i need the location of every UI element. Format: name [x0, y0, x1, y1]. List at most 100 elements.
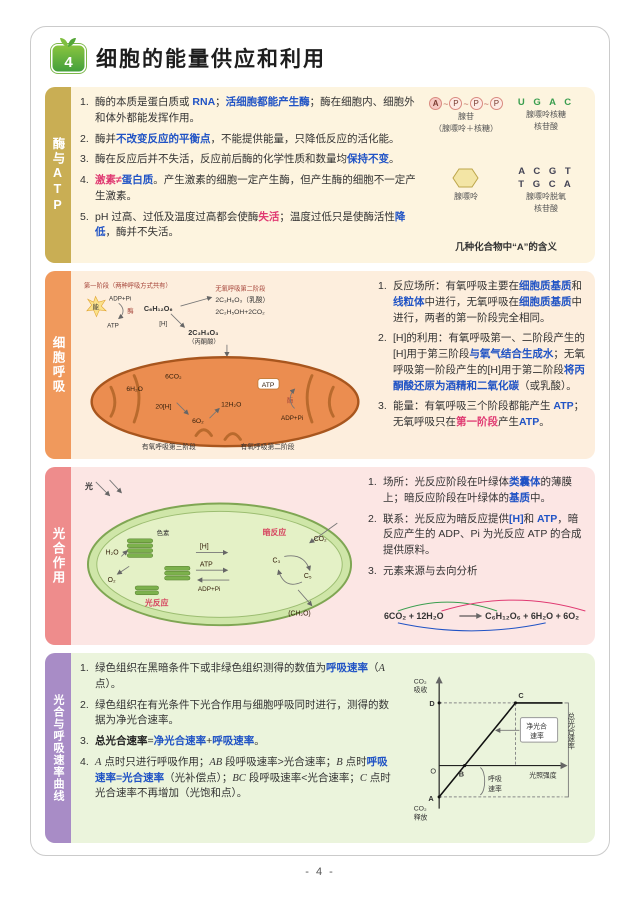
list-item: 1.绿色组织在黑暗条件下或非绿色组织测得的数值为呼吸速率（A 点）。 — [80, 661, 394, 693]
section-cell-respiration-label: 细胞呼吸 — [50, 336, 65, 394]
rna-bases: U G A C — [517, 97, 575, 108]
item-number: 4. — [80, 755, 89, 768]
c3-label: C₃ — [273, 557, 281, 564]
section-rate-curves-tab: 光合与呼吸速率曲线 — [45, 653, 71, 843]
h-label: [H] — [159, 320, 167, 327]
h2o-label: H₂O — [106, 550, 119, 557]
c5-label: C₅ — [304, 573, 312, 580]
phosphate-node: P — [449, 97, 463, 110]
list-item: 1.反应场所：有氧呼吸主要在细胞质基质和线粒体中进行，无氧呼吸在细胞质基质中进行… — [378, 279, 586, 326]
item-number: 5. — [80, 210, 89, 223]
photosynthesis-notes-list: 1.场所：光反应阶段在叶绿体类囊体的薄膜上；暗反应阶段在叶绿体的基质中。 2.联… — [368, 475, 586, 637]
diagram-caption: 几种化合物中“A”的含义 — [455, 242, 557, 253]
energy-label: 能 — [93, 302, 100, 311]
item-number: 3. — [368, 564, 377, 577]
list-item: 2. [H]的利用：有氧呼吸第一、二阶段产生的[H]用于第三阶段与氧气结合生成水；… — [378, 331, 586, 394]
point-d-label: D — [429, 699, 434, 708]
item-text: 酶并不改变反应的平衡点，不能提供能量，只降低反应的活化能。 — [95, 132, 400, 145]
list-item: 4. A 点时只进行呼吸作用；AB 段呼吸速率>光合速率；B 点时呼吸速率=光合速… — [80, 755, 394, 802]
item-text: pH 过高、过低及温度过高都会使酶失活；温度过低只是使酶活性降低，酶并不失活。 — [95, 210, 406, 239]
atp-structure: A ~P ~P ~P 腺苷 （腺嘌呤＋核糖） — [428, 97, 504, 156]
o2-label: 6O₂ — [192, 418, 204, 425]
section-enzyme-atp: 酶与ATP 1. 酶的本质是蛋白质或 RNA；活细胞都能产生酶；酶在细胞内、细胞外… — [45, 87, 595, 263]
item-text: 酶的本质是蛋白质或 RNA；活细胞都能产生酶；酶在细胞内、细胞外和体外都能发挥作… — [95, 96, 415, 124]
enzyme-notes-list: 1. 酶的本质是蛋白质或 RNA；活细胞都能产生酶；酶在细胞内、细胞外和体外都能发… — [80, 95, 416, 255]
mitochondrion-shape — [90, 356, 360, 448]
item-number: 2. — [80, 132, 89, 145]
item-text: 酶在反应后并不失活，反应前后酶的化学性质和数量均保持不变。 — [95, 153, 400, 166]
item-text: 元素来源与去向分析 — [383, 564, 478, 577]
o2-out-label: O₂ — [108, 577, 116, 584]
point-a-label: A — [428, 794, 434, 803]
aerobic-stage2-label: 有氧呼吸第二阶段 — [240, 442, 294, 451]
aerobic-stage3-label: 有氧呼吸第三阶段 — [142, 442, 196, 451]
item-number: 3. — [80, 153, 89, 166]
rate-graph: CO₂ 吸收 CO₂ 释放 光照强度 D C B A — [400, 661, 586, 835]
list-item: 5. pH 过高、过低及温度过高都会使酶失活；温度过低只是使酶活性降低，酶并不失活… — [80, 210, 416, 242]
water-out-label: 12H₂O — [221, 402, 241, 409]
purine-hexagon-icon — [452, 168, 479, 187]
co2-label: 6CO₂ — [165, 374, 182, 381]
item-number: 3. — [80, 735, 89, 747]
item-number: 1. — [378, 280, 387, 292]
item-text: 激素≠蛋白质。产生激素的细胞一定产生酶，但产生酶的细胞不一定产生激素。 — [95, 174, 416, 202]
dna-nt-label2: 核苷酸 — [534, 203, 558, 213]
equation-right: C₆H₁₂O₆ + 6H₂O + 6O₂ — [485, 610, 579, 620]
h-carrier-label: [H] — [200, 544, 209, 551]
dna-bases-bottom: T G C A — [518, 178, 574, 190]
item-text: 绿色组织在有光条件下光合作用与细胞呼吸同时进行，测得的数据为净光合速率。 — [95, 698, 389, 727]
item-text: [H]的利用：有氧呼吸第一、二阶段产生的[H]用于第三阶段与氧气结合生成水；无氧… — [393, 332, 585, 392]
item-number: 1. — [80, 662, 89, 674]
net-rate-box — [519, 717, 559, 743]
item-text: 总光合速率=净光合速率+呼吸速率。 — [95, 735, 265, 747]
energy-burst-icon — [86, 295, 107, 318]
anaerobic-stage2-label: 无氧呼吸第二阶段 — [215, 284, 266, 293]
page-header: 4 细胞的能量供应和利用 — [51, 37, 595, 77]
x-axis-label: 光照强度 — [529, 770, 557, 779]
adp-label: ADP+Pi — [109, 295, 131, 302]
respiration-notes-list: 1.反应场所：有氧呼吸主要在细胞质基质和线粒体中进行，无氧呼吸在细胞质基质中进行… — [378, 279, 586, 451]
phosphate-node: P — [489, 97, 503, 110]
rna-nucleotide: U G A C 腺嘌呤核糖 核苷酸 — [508, 97, 584, 156]
net-rate-label: 净光合 — [526, 721, 547, 730]
item-text: A 点时只进行呼吸作用；AB 段呼吸速率>光合速率；B 点时呼吸速率=光合速率（… — [95, 755, 391, 800]
study-card: 4 细胞的能量供应和利用 酶与ATP 1. 酶的本质是蛋白质或 RNA；活细胞都能… — [30, 26, 610, 856]
light-label: 光 — [84, 481, 93, 491]
atp-meaning-diagram: A ~P ~P ~P 腺苷 （腺嘌呤＋核糖） U G A C 腺嘌呤核糖 核苷酸 — [422, 95, 586, 255]
page-number: - 4 - — [305, 866, 335, 878]
dna-nucleotide: A C G T T G C A 腺嘌呤脱氧 核苷酸 — [508, 166, 584, 236]
ch2o-label: (CH₂O) — [288, 610, 310, 617]
dark-reaction-label: 暗反应 — [263, 527, 287, 537]
photosynthesis-diagram: 光 色素 H₂O O₂ 光反应 [H] ATP — [80, 475, 362, 637]
page-title: 细胞的能量供应和利用 — [96, 48, 326, 71]
item-text: 联系：光反应为暗反应提供[H]和 ATP，暗反应产生的 ADP、Pi 为光反应 … — [383, 512, 582, 557]
adp2-label: ADP+Pi — [281, 415, 303, 422]
atp2-label: ATP — [262, 382, 275, 389]
equation-left: 6CO₂ + 12H₂O — [384, 610, 444, 620]
rate-notes-list: 1.绿色组织在黑暗条件下或非绿色组织测得的数值为呼吸速率（A 点）。 2.绿色组… — [80, 661, 394, 835]
water-in-label: 6H₂O — [126, 386, 143, 393]
item-number: 1. — [80, 96, 89, 108]
list-item: 3. 元素来源与去向分析 — [368, 564, 586, 580]
item-number: 3. — [378, 400, 387, 413]
ethanol-label: 2C₂H₅OH+2CO₂ — [215, 309, 265, 316]
item-text: 能量：有氧呼吸三个阶段都能产生 ATP；无氧呼吸只在第一阶段产生ATP。 — [393, 400, 585, 428]
adenosine-node: A — [429, 97, 443, 110]
list-item: 3. 总光合速率=净光合速率+呼吸速率。 — [80, 734, 394, 750]
section-enzyme-atp-tab: 酶与ATP — [45, 87, 71, 263]
list-item: 1. 酶的本质是蛋白质或 RNA；活细胞都能产生酶；酶在细胞内、细胞外和体外都能发… — [80, 95, 416, 127]
phosphate-node: P — [469, 97, 483, 110]
section-photosynthesis-tab: 光合作用 — [45, 467, 71, 645]
y-axis-bottom-label: CO₂ — [414, 806, 427, 813]
origin-label: O — [430, 766, 436, 775]
rna-nt-label: 腺嘌呤核糖 — [526, 110, 566, 119]
h20-label: 20[H] — [155, 403, 171, 410]
section-photosynthesis-label: 光合作用 — [50, 527, 65, 585]
chapter-badge: 4 — [51, 37, 86, 73]
list-item: 2.联系：光反应为暗反应提供[H]和 ATP，暗反应产生的 ADP、Pi 为光反… — [368, 512, 586, 559]
adp-label: ADP+Pi — [198, 586, 221, 593]
item-text: 场所：光反应阶段在叶绿体类囊体的薄膜上；暗反应阶段在叶绿体的基质中。 — [383, 476, 572, 504]
item-number: 2. — [378, 332, 387, 345]
leaf-icon — [60, 37, 76, 47]
respiration-rate-label: 呼吸 — [488, 774, 502, 783]
